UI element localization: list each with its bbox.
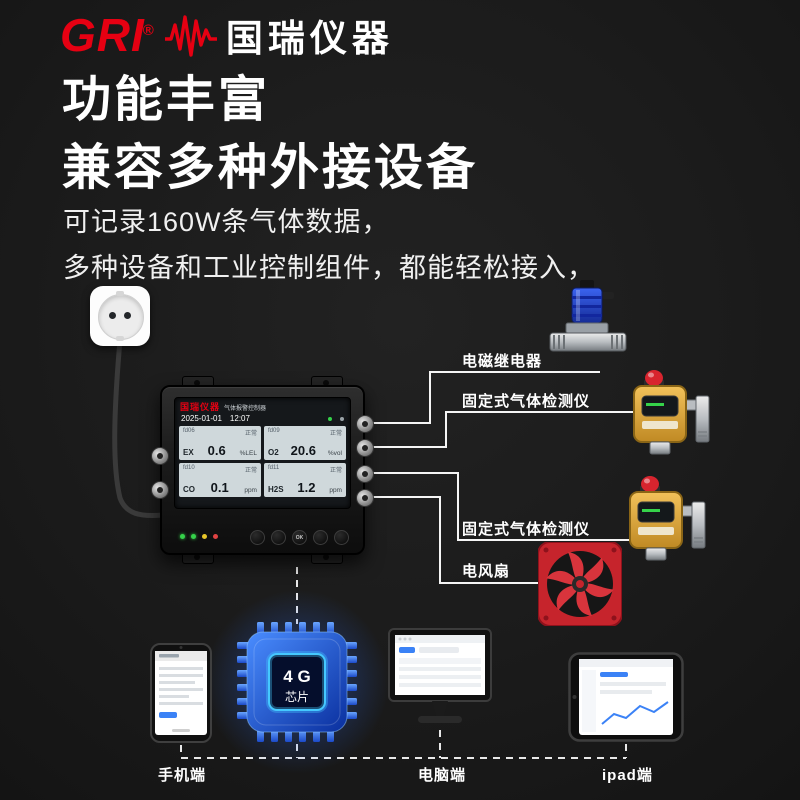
gas-status: 正常 bbox=[244, 431, 257, 437]
screen-time: 12:07 bbox=[229, 414, 250, 423]
headline-secondary: 兼容多种外接设备 bbox=[62, 141, 479, 195]
chip-illustration: 4 G 芯片 bbox=[237, 622, 357, 747]
label-relay: 电磁继电器 bbox=[462, 353, 543, 370]
gas-detector-illustration-bottom bbox=[624, 476, 716, 569]
screen-brand: 国瑞仪器 bbox=[180, 402, 221, 412]
gas-status: 正常 bbox=[329, 468, 342, 474]
socket-hole-right bbox=[124, 312, 131, 319]
ok-button: OK bbox=[292, 530, 307, 545]
headline-primary: 功能丰富 bbox=[62, 73, 271, 127]
gas-name: CO bbox=[183, 485, 195, 494]
run-led bbox=[191, 534, 196, 539]
terminal-lug bbox=[151, 481, 169, 499]
label-fan: 电风扇 bbox=[462, 563, 511, 580]
device-button bbox=[313, 530, 328, 545]
gas-tile-grid: fd06 正常 EX 0.6 %LEL fd09 正常 O2 bbox=[175, 424, 350, 499]
gas-tile: fd11 正常 H2S 1.2 ppm bbox=[264, 463, 346, 497]
gas-value: 0.1 bbox=[210, 480, 229, 495]
label-tablet: ipad端 bbox=[602, 767, 653, 784]
fan-illustration bbox=[537, 541, 623, 631]
chip-label-4g: 4 G bbox=[283, 667, 310, 686]
gas-name: EX bbox=[183, 448, 194, 457]
brand-text: GRI bbox=[60, 9, 145, 61]
label-pc: 电脑端 bbox=[418, 767, 467, 784]
terminal-lug bbox=[356, 439, 374, 457]
screen-datetime-row: 2025-01-01 12:07 bbox=[175, 413, 350, 424]
body-text-1: 可记录160W条气体数据， bbox=[63, 207, 390, 237]
brand-chinese-name: 国瑞仪器 bbox=[225, 18, 394, 59]
device-buttons: OK bbox=[250, 530, 349, 545]
gas-unit: %LEL bbox=[239, 450, 257, 457]
gas-detector-illustration-top bbox=[628, 370, 720, 463]
gas-name: O2 bbox=[268, 448, 279, 457]
controller-screen: 国瑞仪器 气体报警控制器 2025-01-01 12:07 fd06 正常 EX bbox=[174, 397, 351, 509]
gas-unit: %vol bbox=[327, 450, 342, 457]
label-detector-top: 固定式气体检测仪 bbox=[462, 393, 591, 410]
status-leds bbox=[180, 534, 218, 539]
chip-label-name: 芯片 bbox=[285, 690, 309, 704]
terminal-lug bbox=[151, 447, 169, 465]
wall-socket bbox=[90, 286, 150, 346]
power-led bbox=[180, 534, 185, 539]
soundwave-icon bbox=[164, 15, 217, 57]
gas-channel-id: fd10 bbox=[183, 465, 195, 471]
phone-illustration bbox=[150, 643, 212, 748]
status-dot-icon bbox=[340, 416, 344, 421]
gas-value: 1.2 bbox=[297, 480, 316, 495]
gas-channel-id: fd09 bbox=[268, 428, 280, 434]
fault-led bbox=[202, 534, 207, 539]
gas-status: 正常 bbox=[329, 431, 342, 437]
device-button bbox=[334, 530, 349, 545]
screen-date: 2025-01-01 bbox=[181, 414, 222, 423]
gas-name: H2S bbox=[268, 485, 284, 494]
gas-channel-id: fd06 bbox=[183, 428, 195, 434]
body-text-2: 多种设备和工业控制组件，都能轻松接入， bbox=[63, 253, 595, 283]
gas-value: 0.6 bbox=[207, 443, 226, 458]
monitor-illustration bbox=[385, 628, 495, 733]
solenoid-valve-illustration bbox=[548, 280, 628, 380]
controller-device: 国瑞仪器 气体报警控制器 2025-01-01 12:07 fd06 正常 EX bbox=[151, 376, 374, 564]
tablet-illustration bbox=[568, 652, 684, 747]
terminal-lug bbox=[356, 465, 374, 483]
screen-header: 国瑞仪器 气体报警控制器 bbox=[175, 398, 350, 413]
socket-clip-bottom bbox=[116, 336, 124, 341]
terminal-lug bbox=[356, 489, 374, 507]
terminal-lug bbox=[356, 415, 374, 433]
brand-wordmark: GRI® bbox=[60, 8, 156, 62]
device-button bbox=[250, 530, 265, 545]
device-button bbox=[271, 530, 286, 545]
registered-mark: ® bbox=[142, 22, 154, 39]
label-phone: 手机端 bbox=[158, 767, 207, 784]
gas-unit: ppm bbox=[244, 487, 257, 494]
gas-channel-id: fd11 bbox=[268, 465, 280, 471]
alarm-led bbox=[213, 534, 218, 539]
socket-hole-left bbox=[109, 312, 116, 319]
brand-logo: GRI® 国瑞仪器 bbox=[60, 8, 394, 62]
gas-unit: ppm bbox=[329, 487, 342, 494]
status-dot-icon bbox=[328, 416, 332, 421]
screen-model: 气体报警控制器 bbox=[224, 406, 267, 412]
socket-clip-top bbox=[116, 291, 124, 296]
gas-status: 正常 bbox=[244, 468, 257, 474]
gas-tile: fd10 正常 CO 0.1 ppm bbox=[179, 463, 261, 497]
gas-value: 20.6 bbox=[290, 443, 316, 458]
socket-recess bbox=[98, 294, 144, 340]
label-detector-bottom: 固定式气体检测仪 bbox=[462, 521, 591, 538]
gas-tile: fd09 正常 O2 20.6 %vol bbox=[264, 426, 346, 460]
gas-tile: fd06 正常 EX 0.6 %LEL bbox=[179, 426, 261, 460]
